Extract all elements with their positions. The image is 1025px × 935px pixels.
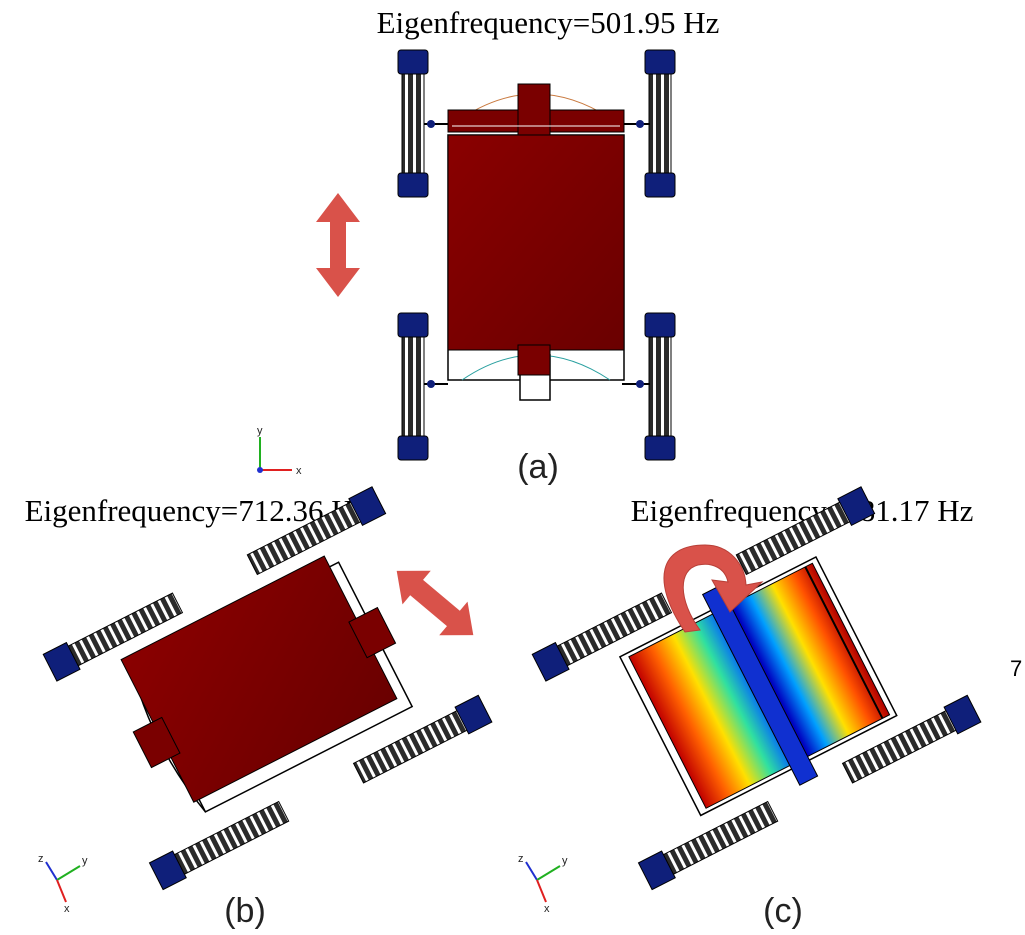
panel-c-axis-triad: z y x	[518, 853, 568, 915]
panel-a-label: (a)	[517, 448, 559, 486]
panel-a-right-springs	[622, 49, 676, 461]
axis-label: y	[257, 425, 263, 437]
in-plane-translation-arrow	[396, 570, 474, 636]
anchor-pad	[644, 312, 676, 338]
proof-mass	[447, 134, 625, 351]
serpentine-spring	[648, 73, 672, 175]
panel-c-label: (c)	[763, 892, 803, 930]
anchor-pad	[644, 435, 676, 461]
panel-b-axis-triad: z y x	[38, 853, 88, 915]
axis-label: z	[518, 853, 524, 865]
serpentine-spring	[648, 336, 672, 438]
page-number: 7	[1010, 656, 1022, 681]
axis-label: z	[38, 853, 44, 865]
anchor-pad	[397, 435, 429, 461]
panel-c: Eigenfrequency=981.17 Hz	[518, 486, 982, 930]
y-translation-arrow	[316, 193, 360, 297]
panel-b-eigenfrequency-title: Eigenfrequency=712.36 Hz	[25, 493, 368, 528]
panel-a-eigenfrequency-title: Eigenfrequency=501.95 Hz	[377, 5, 720, 40]
anchor-pad	[397, 312, 429, 338]
panel-c-springs	[531, 486, 982, 891]
panel-b-label: (b)	[224, 892, 266, 930]
axis-label: x	[64, 903, 70, 915]
axis-label: x	[296, 465, 302, 477]
axis-label: x	[544, 903, 550, 915]
anchor-pad	[397, 172, 429, 198]
anchor-pad	[644, 172, 676, 198]
anchor-pad	[397, 49, 429, 75]
serpentine-spring	[401, 73, 425, 175]
panel-b-springs	[42, 486, 493, 891]
panel-a-left-springs	[397, 49, 448, 461]
rotation-arrow	[663, 544, 764, 633]
panel-b: Eigenfrequency=712.36 Hz	[25, 486, 493, 930]
serpentine-spring	[401, 336, 425, 438]
axis-label: y	[562, 855, 568, 867]
panel-a: Eigenfrequency=501.95 Hz	[257, 5, 719, 486]
panel-a-axis-triad: y x	[257, 425, 302, 477]
axis-label: y	[82, 855, 88, 867]
anchor-pad	[644, 49, 676, 75]
